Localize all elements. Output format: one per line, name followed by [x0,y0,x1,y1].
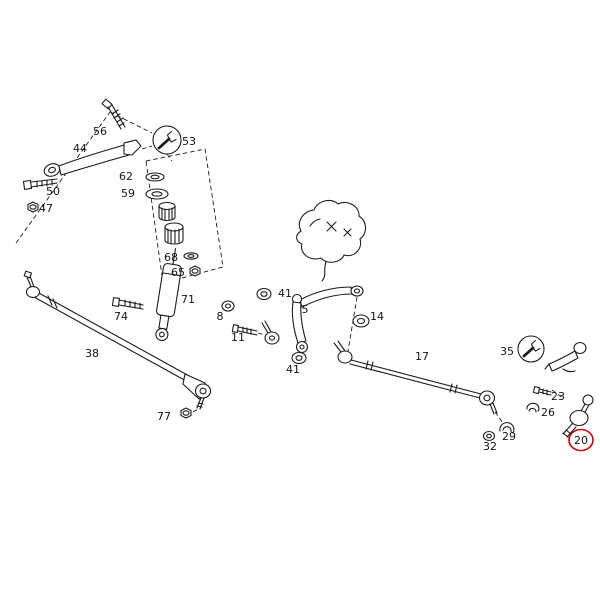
highlight-circle-part-20 [568,428,594,452]
ball-joint-20-drawing [551,389,594,438]
clip-26-drawing [526,402,540,413]
washer-32-drawing [482,430,496,442]
bolt-50-drawing [22,178,58,190]
washer-62-drawing [145,172,165,182]
nut-65-drawing [189,265,201,277]
nut-47-drawing [27,201,39,213]
idler-arm-5-drawing [291,285,364,354]
bolt-56-drawing [101,98,126,130]
part-label-68: 68 [164,251,178,264]
part-label-50: 50 [46,185,60,198]
part-label-11: 11 [231,331,245,344]
part-label-32: 32 [483,440,497,453]
bolt-23-drawing [532,386,552,396]
nut-77-drawing [180,407,199,419]
clamp-29-drawing [499,422,515,434]
tie-rod-end-35-drawing [544,341,587,373]
bushing-41-bottom-drawing [291,351,307,365]
part-label-41-top: 41 [278,287,292,300]
part-label-71: 71 [181,293,195,306]
part-labels: 56 44 53 50 47 62 59 68 65 71 74 38 77 8… [39,125,588,453]
washer-8-drawing [221,300,235,312]
steering-damper-71-drawing [155,248,182,342]
part-label-20: 20 [574,434,588,447]
part-label-56: 56 [93,125,107,138]
part-label-14: 14 [370,310,384,323]
washer-59-drawing [145,188,169,200]
center-link-joint-drawing [261,320,280,345]
tie-rod-17-drawing [333,340,504,424]
part-label-26: 26 [541,406,555,419]
part-label-47: 47 [39,202,53,215]
part-label-44: 44 [73,142,87,155]
part-label-38: 38 [85,347,99,360]
part-label-17: 17 [415,350,429,363]
part-label-62: 62 [119,170,133,183]
part-label-59: 59 [121,187,135,200]
part-label-23: 23 [551,390,565,403]
wrench-symbol-35 [517,335,545,363]
washer-68-drawing [183,252,199,260]
part-label-29: 29 [502,430,516,443]
part-label-35: 35 [500,345,514,358]
bushing-14-drawing [347,296,370,352]
part-label-65: 65 [171,266,185,279]
steering-gearbox-sketch [296,199,367,282]
part-label-8: 8 [217,310,224,323]
part-label-53: 53 [182,135,196,148]
drag-link-38-drawing [23,270,212,410]
pitman-arm-44-drawing [43,139,142,177]
wrench-symbol-53 [152,125,182,155]
part-label-41-bottom: 41 [286,363,300,376]
part-label-77: 77 [157,410,171,423]
bolt-74-drawing [111,297,144,310]
part-label-5: 5 [302,303,309,316]
splined-coupling-drawing [158,201,184,245]
part-label-74: 74 [114,310,128,323]
bushing-41-top-drawing [256,287,272,301]
